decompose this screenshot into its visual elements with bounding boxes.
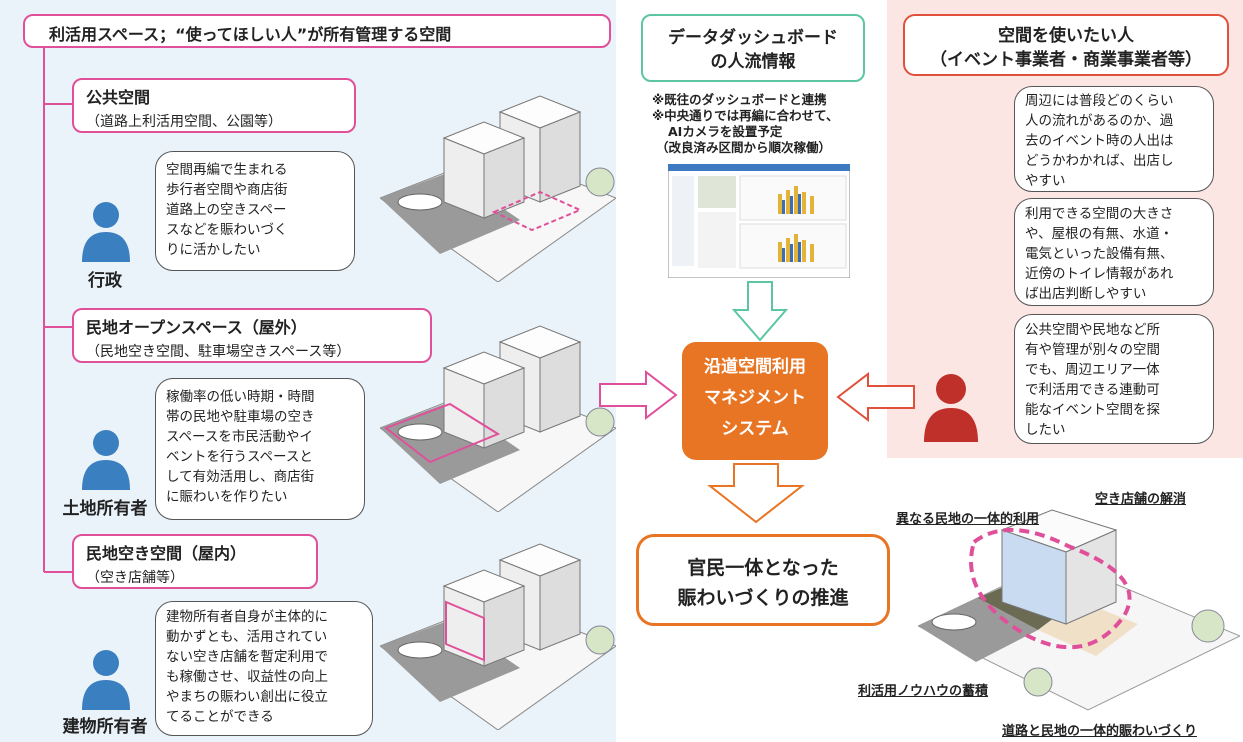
category-title: 民地オープンスペース（屋外） [86,318,307,337]
category-public-space: 公共空間 （道路上利活用空間、公園等） [72,78,356,133]
tree-connector [43,44,72,573]
dashboard-title-line: の人流情報 [710,52,796,72]
bubble-line: スなどを賑わいづく [166,222,288,238]
dashboard-notes: ※既往のダッシュボードと連携 ※中央通りでは再編に合わせて、 AIカメラを設置予… [652,92,878,156]
bubble-line: どうかわかれば、出店し [1025,153,1174,169]
speech-bubble-building-owner: 建物所有者自身が主体的に 動かずとも、活用されてい ない空き店舗を暫定利用で も… [155,601,373,736]
integrated-area-illustration [918,509,1240,711]
person-icon [82,650,130,710]
bubble-line: 道路上の空きスペー [166,202,287,218]
speech-bubble-user-3: 公共空間や民地など所 有や管理が別々の空間 でも、周辺エリア一体 で利活用できる… [1014,314,1214,444]
bubble-line: 帯の民地や駐車場の空き [166,409,315,425]
person-label-government: 行政 [88,271,122,291]
bubble-line: 去のイベント時の人出は [1025,133,1174,149]
bubble-line: 有や管理が別々の空間 [1025,342,1160,358]
bubble-line: ベントを行うスペースと [166,449,313,465]
result-box: 官民一体となった 賑わいづくりの推進 [636,534,890,626]
arrow-left-red [836,372,915,422]
person-icon [82,202,130,262]
category-subtitle: （道路上利活用空間、公園等） [86,114,282,130]
bubble-line: 稼働率の低い時期・時間 [166,389,315,405]
left-header: 利活用スペース；“使ってほしい人”が所有管理する空間 [23,14,611,48]
note-line: ※中央通りでは再編に合わせて、 [652,108,839,123]
bubble-line: スペースを市民活動やイ [166,429,313,445]
arrow-right-pink [599,370,678,420]
note-line: AIカメラを設置予定 [668,124,783,139]
category-private-indoor-space: 民地空き空間（屋内） （空き店舗等） [72,534,318,589]
result-line: 賑わいづくりの推進 [677,587,849,609]
bubble-line: や、屋根の有無、水道・ [1025,226,1174,242]
result-line: 官民一体となった [687,557,839,579]
person-label-building-owner: 建物所有者 [62,717,148,737]
note-line: （改良済み区間から順次稼働） [656,140,832,155]
street-illustration-open-space [380,325,616,512]
note-line: ※既往のダッシュボードと連携 [652,92,827,107]
bubble-line: ば出店判断しやすい [1025,286,1147,302]
bubble-line: で利活用できる連動可 [1025,382,1160,398]
bubble-line: やすい [1025,173,1066,189]
bubble-line: りに活かしたい [166,242,261,258]
bubble-line: したい [1025,422,1066,438]
bubble-line: に賑わいを作りたい [166,489,288,505]
left-header-text: 利活用スペース；“使ってほしい人”が所有管理する空間 [49,25,452,44]
bubble-line: 動かずとも、活用されてい [166,629,328,645]
dashboard-title-box: データダッシュボード の人流情報 [641,14,865,82]
right-header-box: 空間を使いたい人 （イベント事業者・商業事業者等） [903,14,1229,76]
bubble-line: して有効活用し、商店街 [166,469,315,485]
system-line: システム [721,419,789,439]
bubble-line: 電気といった設備有無、 [1025,246,1174,262]
street-illustration-indoor-space [380,543,616,730]
bubble-line: 近傍のトイレ情報があれ [1025,266,1174,282]
category-subtitle: （空き店舗等） [86,570,184,586]
speech-bubble-government: 空間再編で生まれる 歩行者空間や商店街 道路上の空きスペー スなどを賑わいづく … [155,151,355,271]
label-road-private: 道路と民地の一体的賑わいづくり [1002,724,1198,739]
category-subtitle: （民地空き空間、駐車場空きスペース等） [86,344,351,360]
arrow-down-orange [707,463,805,524]
management-system-box: 沿道空間利用 マネジメント システム [682,342,828,460]
arrow-down-green [731,281,789,342]
system-line: マネジメント [704,388,806,408]
dashboard-title-line: データダッシュボード [668,28,838,48]
person-icon-red [924,374,978,442]
category-private-open-space: 民地オープンスペース（屋外） （民地空き空間、駐車場空きスペース等） [72,308,432,363]
bubble-line: やまちの賑わい創出に役立 [166,689,328,705]
right-header-line: （イベント事業者・商業事業者等） [930,50,1202,70]
bubble-line: 人の流れがあるのか、過 [1025,113,1174,129]
label-knowhow: 利活用ノウハウの蓄積 [858,684,989,699]
bubble-line: 建物所有者自身が主体的に [166,609,328,625]
person-icon [82,430,130,490]
right-header-line: 空間を使いたい人 [998,26,1134,46]
label-different-land: 異なる民地の一体的利用 [896,512,1040,527]
speech-bubble-user-1: 周辺には普段どのくらい 人の流れがあるのか、過 去のイベント時の人出は どうかわ… [1014,86,1214,192]
bubble-line: 能なイベント空間を探 [1025,402,1160,418]
person-label-landowner: 土地所有者 [62,499,148,519]
bubble-line: 空間再編で生まれる [166,162,288,178]
speech-bubble-user-2: 利用できる空間の大きさ や、屋根の有無、水道・ 電気といった設備有無、 近傍のト… [1014,198,1214,306]
system-line: 沿道空間利用 [704,357,806,377]
bubble-line: ない空き店舗を暫定利用で [166,649,328,665]
label-vacant-store: 空き店舗の解消 [1095,492,1187,507]
category-title: 民地空き空間（屋内） [86,544,247,563]
bubble-line: 利用できる空間の大きさ [1025,206,1174,222]
bubble-line: てることができる [166,709,274,725]
bubble-line: でも、周辺エリア一体 [1025,362,1160,378]
speech-bubble-landowner: 稼働率の低い時期・時間 帯の民地や駐車場の空き スペースを市民活動やイ ベントを… [155,378,365,520]
street-illustration-public [380,95,616,282]
dashboard-screenshot [668,164,850,278]
bubble-line: も稼働させ、収益性の向上 [166,669,328,685]
category-title: 公共空間 [86,88,151,107]
bubble-line: 周辺には普段どのくらい [1025,93,1174,109]
bubble-line: 公共空間や民地など所 [1025,322,1160,338]
bubble-line: 歩行者空間や商店街 [166,182,288,198]
